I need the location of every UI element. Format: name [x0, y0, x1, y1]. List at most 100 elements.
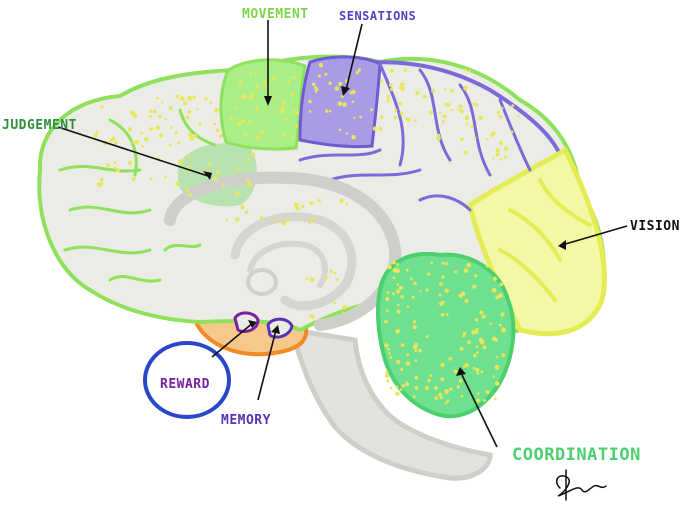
speckle-dot — [425, 335, 429, 339]
speckle-dot — [388, 352, 391, 355]
speckle-dot — [429, 374, 433, 377]
speckle-dot — [472, 353, 477, 358]
speckle-dot — [188, 192, 192, 197]
inner-ring — [230, 212, 357, 311]
speckle-dot — [476, 392, 480, 395]
speckle-dot — [483, 399, 486, 402]
speckle-dot — [485, 389, 490, 395]
speckle-dot — [248, 120, 252, 124]
speckle-dot — [328, 109, 332, 113]
speckle-dot — [311, 217, 316, 222]
speckle-dot — [440, 362, 445, 367]
speckle-dot — [260, 130, 264, 135]
speckle-dot — [430, 261, 433, 265]
speckle-dot — [111, 136, 116, 141]
speckle-dot — [444, 262, 448, 266]
speckle-dot — [396, 289, 401, 294]
speckle-dot — [141, 145, 145, 148]
memory-nucleus — [266, 317, 294, 339]
speckle-dot — [395, 385, 399, 389]
speckle-dot — [434, 386, 438, 390]
speckle-dot — [422, 94, 427, 99]
speckle-dot — [414, 385, 419, 390]
speckle-dot — [463, 68, 468, 72]
speckle-dot — [464, 115, 470, 121]
speckle-dot — [473, 136, 477, 140]
speckle-dot — [472, 102, 475, 106]
speckle-dot — [503, 146, 509, 151]
speckle-dot — [449, 387, 453, 392]
speckle-dot — [501, 353, 506, 358]
speckle-dot — [255, 136, 260, 141]
speckle-dot — [273, 106, 277, 110]
speckle-dot — [466, 262, 471, 268]
corpus-callosum — [164, 171, 402, 331]
speckle-dot — [460, 291, 466, 297]
speckle-dot — [359, 115, 363, 119]
speckle-dot — [389, 356, 393, 359]
speckle-dot — [403, 68, 408, 72]
speckle-dot — [345, 203, 349, 206]
speckle-dot — [517, 114, 520, 118]
speckle-dot — [387, 98, 390, 101]
speckle-dot — [339, 198, 344, 203]
speckle-dot — [213, 122, 216, 126]
speckle-dot — [245, 178, 250, 183]
speckle-dot — [498, 114, 503, 119]
speckle-dot — [414, 342, 418, 346]
speckle-dot — [414, 359, 418, 363]
speckle-dot — [235, 217, 240, 222]
speckle-dot — [441, 275, 445, 279]
memory-label: MEMORY — [221, 413, 271, 428]
speckle-dot — [177, 141, 181, 145]
speckle-dot — [441, 120, 445, 124]
speckle-dot — [100, 182, 104, 186]
speckle-dot — [198, 122, 202, 127]
speckle-dot — [471, 330, 476, 335]
speckle-dot — [457, 108, 460, 111]
speckle-dot — [431, 88, 436, 93]
speckle-dot — [427, 378, 431, 383]
speckle-dot — [500, 106, 504, 110]
speckle-dot — [494, 337, 498, 342]
speckle-dot — [309, 201, 314, 206]
speckle-dot — [215, 128, 220, 132]
speckle-dot — [213, 177, 218, 182]
speckle-dot — [286, 218, 290, 222]
speckle-dot — [259, 215, 264, 220]
speckle-dot — [301, 204, 305, 209]
speckle-dot — [462, 334, 466, 338]
speckle-dot — [460, 137, 464, 142]
speckle-dot — [324, 109, 329, 113]
speckle-dot — [317, 199, 321, 203]
speckle-dot — [351, 134, 356, 140]
speckle-dot — [196, 108, 199, 111]
speckle-dot — [281, 221, 286, 226]
speckle-dot — [453, 369, 458, 374]
speckle-dot — [454, 270, 458, 274]
speckle-dot — [170, 126, 173, 129]
speckle-dot — [389, 386, 393, 390]
frontal-sulci — [58, 108, 217, 283]
speckle-dot — [444, 402, 448, 405]
speckle-dot — [311, 82, 316, 87]
speckle-dot — [427, 272, 431, 276]
inner-ring-2 — [247, 240, 328, 288]
speckle-dot — [248, 96, 251, 99]
speckle-dot — [255, 84, 260, 89]
speckle-dot — [290, 134, 295, 139]
speckle-dot — [385, 309, 389, 312]
speckle-dot — [324, 72, 328, 76]
speckle-dot — [400, 295, 405, 299]
speckle-dot — [161, 101, 164, 104]
speckle-dot — [428, 110, 433, 115]
speckle-dot — [293, 202, 298, 207]
speckle-dot — [444, 288, 450, 294]
sensations-label: SENSATIONS — [339, 9, 416, 23]
vision-sulci — [498, 178, 592, 302]
speckle-dot — [113, 160, 117, 164]
speckle-dot — [308, 221, 311, 225]
speckle-dot — [444, 88, 447, 91]
speckle-dot — [168, 143, 172, 147]
speckle-dot — [216, 170, 221, 175]
